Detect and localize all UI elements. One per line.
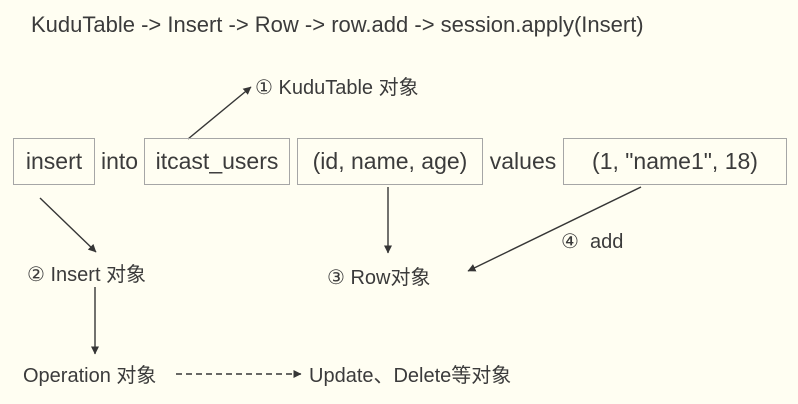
label-operation-object: Operation 对象: [23, 365, 157, 387]
arrow-to-kudutable-label: [187, 86, 252, 140]
sql-token-into: into: [100, 148, 139, 174]
sql-token-columns: (id, name, age): [297, 138, 483, 185]
page-title: KuduTable -> Insert -> Row -> row.add ->…: [31, 12, 644, 37]
label-insert-object: ② Insert 对象: [27, 264, 147, 286]
sql-token-insert: insert: [13, 138, 95, 185]
arrow-to-insert-label: [39, 197, 97, 253]
label-add: ④ add: [561, 231, 624, 253]
sql-token-values-keyword: values: [489, 148, 557, 174]
label-kudutable-object: ① KuduTable 对象: [255, 77, 419, 99]
label-update-delete-objects: Update、Delete等对象: [309, 365, 512, 387]
sql-token-table-name: itcast_users: [144, 138, 290, 185]
sql-token-values-tuple: (1, "name1", 18): [563, 138, 787, 185]
label-row-object: ③ Row对象: [327, 267, 431, 289]
